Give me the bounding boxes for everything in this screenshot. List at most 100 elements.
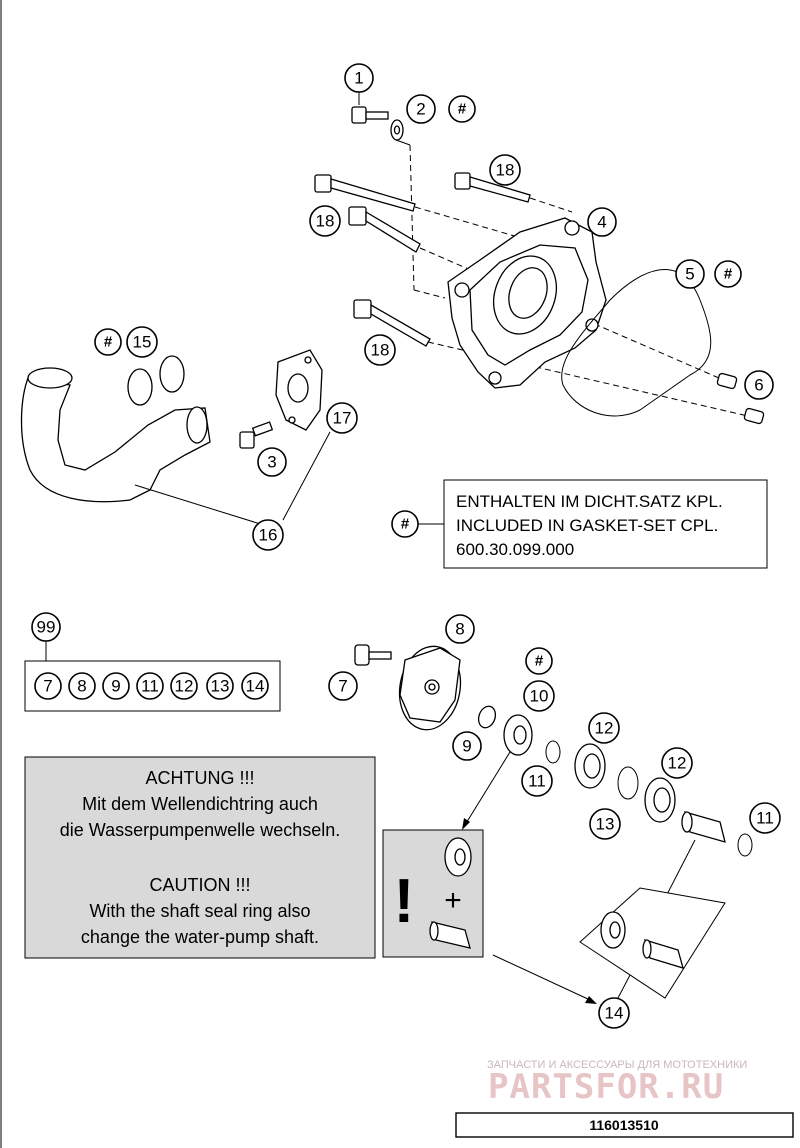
- svg-text:#: #: [724, 266, 733, 283]
- svg-text:9: 9: [462, 737, 471, 756]
- svg-text:11: 11: [528, 772, 546, 791]
- exclamation-icon: !: [394, 867, 415, 936]
- callout-hash-2: #: [448, 95, 476, 123]
- flange-gasket-17-drawing: [275, 349, 323, 431]
- callout-hash-note: #: [391, 510, 419, 538]
- svg-text:3: 3: [267, 453, 276, 472]
- warning-en-line1: With the shaft seal ring also: [89, 901, 310, 921]
- svg-text:7: 7: [43, 677, 52, 696]
- kit-member-14: 14: [241, 672, 269, 700]
- callout-18-b: 18: [309, 205, 341, 237]
- callout-7: 7: [328, 671, 358, 701]
- long-bolt-18-d-drawing: [353, 299, 431, 347]
- callout-hash-15: #: [94, 328, 122, 356]
- svg-text:9: 9: [111, 677, 120, 696]
- callout-8: 8: [445, 614, 475, 644]
- warning-de-title: ACHTUNG !!!: [145, 768, 254, 788]
- warning-box: [24, 756, 376, 959]
- svg-text:#: #: [458, 101, 467, 118]
- kit-member-13: 13: [206, 672, 234, 700]
- kit-shaft-icon: [642, 939, 684, 969]
- impeller-8-drawing: [398, 645, 462, 731]
- svg-text:11: 11: [141, 677, 159, 696]
- long-bolt-18-b-drawing: [454, 172, 531, 203]
- callout-18-a: 18: [489, 154, 521, 186]
- svg-text:12: 12: [668, 754, 687, 773]
- callout-14: 14: [598, 997, 630, 1029]
- warning-en-line2: change the water-pump shaft.: [81, 927, 319, 947]
- kit-member-8: 8: [68, 672, 96, 700]
- svg-text:5: 5: [685, 265, 694, 284]
- svg-text:13: 13: [211, 677, 230, 696]
- svg-text:8: 8: [455, 620, 464, 639]
- callout-18-c: 18: [364, 334, 396, 366]
- shaft-thumbnail-icon: [429, 921, 471, 949]
- callout-hash-10: #: [525, 647, 553, 675]
- kit-member-12: 12: [170, 672, 198, 700]
- svg-text:#: #: [104, 334, 113, 351]
- svg-text:7: 7: [338, 677, 347, 696]
- svg-text:11: 11: [756, 809, 774, 828]
- svg-text:1: 1: [354, 69, 363, 88]
- shaft-seal-10-drawing: [503, 714, 533, 756]
- svg-text:14: 14: [605, 1004, 624, 1023]
- bolt-1-drawing: [351, 106, 389, 124]
- svg-text:15: 15: [133, 333, 152, 352]
- callout-11-a: 11: [521, 765, 553, 797]
- kit-member-9: 9: [102, 672, 130, 700]
- svg-text:8: 8: [77, 677, 86, 696]
- callout-9: 9: [452, 731, 482, 761]
- callout-3: 3: [257, 447, 287, 477]
- o-ring-15-b-drawing: [159, 355, 185, 393]
- kit-seal-icon: [600, 911, 626, 949]
- callout-12-a: 12: [588, 712, 620, 744]
- watermark-brand: PARTSFOR.RU: [488, 1067, 724, 1107]
- svg-text:18: 18: [316, 212, 335, 231]
- gasket-5-drawing: [561, 269, 712, 417]
- screw-7-drawing: [354, 644, 392, 666]
- callout-10: 10: [523, 680, 555, 712]
- warning-en-title: CAUTION !!!: [149, 875, 250, 895]
- gasket-note-line1: ENTHALTEN IM DICHT.SATZ KPL.: [456, 492, 723, 511]
- water-pipe-16-drawing: [20, 367, 211, 503]
- circlip-11-b-drawing: [737, 833, 753, 857]
- svg-text:99: 99: [37, 618, 56, 637]
- callout-12-b: 12: [661, 747, 693, 779]
- seal-thumbnail-icon: [444, 837, 472, 877]
- callout-11-b: 11: [749, 802, 781, 834]
- svg-text:#: #: [535, 653, 544, 670]
- circlip-11-a-drawing: [545, 740, 561, 764]
- callout-15: 15: [126, 326, 158, 358]
- bolt-3-drawing: [239, 421, 274, 449]
- watermark-subtitle: ЗАПЧАСТИ И АКСЕССУАРЫ ДЛЯ МОТОТЕХНИКИ: [487, 1059, 747, 1071]
- o-ring-15-a-drawing: [127, 368, 153, 406]
- callout-6: 6: [744, 370, 774, 400]
- callout-16: 16: [252, 519, 284, 551]
- svg-text:10: 10: [530, 687, 549, 706]
- long-bolt-18-c-drawing: [348, 206, 421, 253]
- warning-de-line2: die Wasserpumpenwelle wechseln.: [60, 820, 340, 840]
- pump-cover-4-drawing: [447, 217, 607, 389]
- drawing-number: 116013510: [589, 1117, 659, 1133]
- svg-text:16: 16: [259, 526, 278, 545]
- kit-member-7: 7: [34, 672, 62, 700]
- gasket-set-note-box: [443, 479, 768, 569]
- warning-de-line1: Mit dem Wellendichtring auch: [82, 794, 318, 814]
- svg-text:6: 6: [754, 376, 763, 395]
- callout-17: 17: [326, 402, 358, 434]
- svg-text:14: 14: [246, 677, 265, 696]
- callout-13: 13: [589, 808, 621, 840]
- circlip-13-drawing: [617, 766, 639, 800]
- svg-text:12: 12: [175, 677, 194, 696]
- water-pump-shaft-drawing: [681, 811, 726, 843]
- svg-text:#: #: [401, 516, 410, 533]
- callout-99: 99: [31, 612, 61, 642]
- svg-text:12: 12: [595, 719, 614, 738]
- drawing-number-box: [455, 1112, 794, 1138]
- long-bolt-18-a-drawing: [314, 174, 416, 212]
- washer-9-drawing: [477, 705, 497, 729]
- svg-text:13: 13: [596, 815, 615, 834]
- bearing-12-b-drawing: [644, 777, 676, 823]
- svg-text:18: 18: [371, 341, 390, 360]
